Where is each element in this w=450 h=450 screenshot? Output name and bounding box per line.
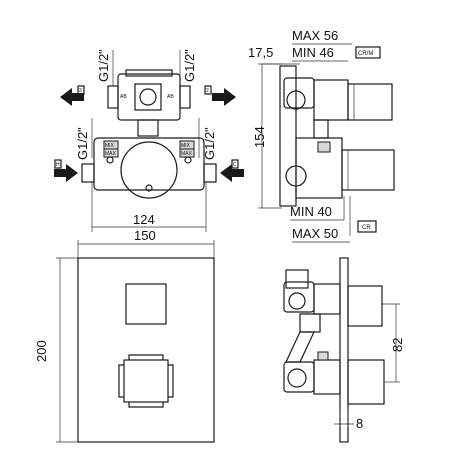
diverter-handle bbox=[125, 283, 167, 325]
valve-mix-label: MIX bbox=[105, 143, 115, 149]
outlet-right-label: 2 bbox=[206, 88, 209, 94]
front-view-body: G1/2" G1/2" G1/2" G1/2" AB AB 3 2 MIX MI… bbox=[54, 49, 244, 232]
dim-200: 200 bbox=[34, 340, 49, 362]
wall-plate bbox=[279, 65, 297, 207]
thread-label-bottom-right: G1/2" bbox=[202, 127, 217, 160]
arrow-right-icon bbox=[212, 88, 236, 106]
thread-label-bottom-left: G1/2" bbox=[75, 127, 90, 160]
side-view-body: MAX 56 MIN 46 CR/M 17,5 154 MIN 40 MAX 5… bbox=[248, 28, 395, 243]
dim-82: 82 bbox=[390, 338, 405, 352]
cr-badge bbox=[357, 220, 377, 233]
outlet-left-label: 3 bbox=[79, 88, 82, 94]
cr-label: CR bbox=[362, 225, 371, 231]
diverter-outlet bbox=[139, 88, 157, 106]
thread-label-top-left: G1/2" bbox=[96, 49, 111, 82]
side-view-installed: 82 8 bbox=[283, 257, 405, 443]
crm-badge bbox=[355, 46, 381, 59]
arrow-left-icon bbox=[220, 164, 244, 182]
dim-150: 150 bbox=[134, 228, 156, 243]
plate-side bbox=[339, 257, 349, 443]
diverter-port bbox=[134, 83, 162, 111]
valve-max-label: MAX bbox=[181, 151, 193, 157]
dim-154: 154 bbox=[252, 126, 267, 148]
dim-max-56: MAX 56 bbox=[292, 28, 338, 43]
inlet-cold-label: C bbox=[233, 162, 237, 168]
thermo-handle bbox=[123, 359, 169, 403]
dim-8: 8 bbox=[356, 416, 363, 431]
svg-text:AB: AB bbox=[120, 94, 127, 100]
valve-mix-label: MIX bbox=[181, 143, 191, 149]
svg-text:AB: AB bbox=[167, 94, 174, 100]
cover-plate bbox=[77, 257, 215, 443]
crm-label: CR/M bbox=[358, 51, 373, 57]
thermo-handle-side bbox=[347, 359, 385, 405]
outlet-left-stub bbox=[107, 85, 119, 109]
diverter-handle-side bbox=[347, 285, 383, 327]
dim-max-50: MAX 50 bbox=[292, 226, 338, 241]
diverter-knob-box bbox=[347, 83, 393, 121]
dim-124: 124 bbox=[133, 212, 155, 227]
inlet-hot-label: H bbox=[56, 162, 60, 168]
outlet-right-stub bbox=[179, 85, 191, 109]
front-view-plate: 150 200 bbox=[34, 228, 215, 443]
arrow-left-icon bbox=[60, 88, 84, 106]
inlet-hot-stub bbox=[81, 163, 95, 183]
dim-min-46: MIN 46 bbox=[292, 45, 334, 60]
outlet-side-port bbox=[283, 77, 315, 109]
main-cartridge bbox=[120, 141, 178, 199]
arrow-right-icon bbox=[54, 164, 78, 182]
dim-17-5: 17,5 bbox=[248, 45, 273, 60]
inlet-cold-stub bbox=[203, 163, 217, 183]
diverter-cap bbox=[125, 69, 173, 77]
inlet-side-port bbox=[285, 165, 307, 187]
thermo-knob-box bbox=[341, 149, 395, 191]
thread-label-top-right: G1/2" bbox=[182, 49, 197, 82]
stem bbox=[137, 119, 159, 137]
valve-max-label: MAX bbox=[105, 151, 117, 157]
dim-min-40: MIN 40 bbox=[290, 204, 332, 219]
